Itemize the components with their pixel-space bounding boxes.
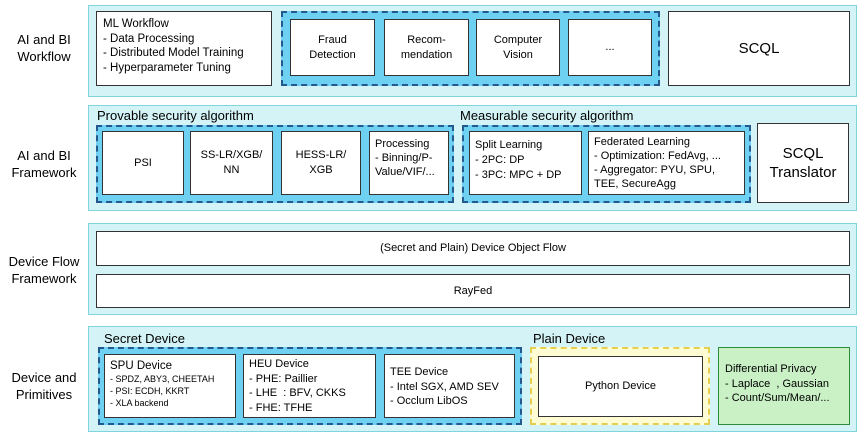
spu-device-item: - XLA backend xyxy=(110,398,169,408)
ml-workflow-item: - Distributed Model Training xyxy=(103,47,244,59)
row-label-device-primitives: Device and Primitives xyxy=(11,370,77,402)
heu-device-item: - FHE: TFHE xyxy=(249,401,313,414)
scql-translator-box: SCQL Translator xyxy=(757,123,849,203)
provable-processing: Processing - Binning/P- Value/VIF/... xyxy=(369,131,449,195)
differential-privacy-box: Differential Privacy - Laplace , Gaussia… xyxy=(718,347,850,425)
heu-device-item: - LHE : BFV, CKKS xyxy=(249,387,346,399)
device-object-flow-box: (Secret and Plain) Device Object Flow xyxy=(96,231,850,266)
plain-device-title: Plain Device xyxy=(533,331,606,346)
heu-device-item: - PHE: Paillier xyxy=(249,372,318,385)
measurable-title: Measurable security algorithm xyxy=(460,108,634,123)
differential-privacy-item: - Laplace , Gaussian xyxy=(725,377,829,390)
python-device-box: Python Device xyxy=(538,356,703,417)
provable-psi: PSI xyxy=(102,131,184,195)
app-more: ... xyxy=(568,19,652,76)
differential-privacy-item: - Count/Sum/Mean/... xyxy=(725,392,830,404)
secret-device-title: Secret Device xyxy=(104,331,185,346)
federated-learning-box: Federated Learning - Optimization: FedAv… xyxy=(588,131,745,195)
row-label-workflow: AI and BI Workflow xyxy=(17,32,71,64)
spu-device-title: SPU Device xyxy=(110,360,172,372)
provable-hess-lr: HESS-LR/ XGB xyxy=(281,131,361,195)
app-computer-vision: Computer Vision xyxy=(476,19,560,76)
ml-workflow-item: - Data Processing xyxy=(103,32,195,45)
scql-box: SCQL xyxy=(668,11,850,86)
ml-workflow-box: ML Workflow - Data Processing - Distribu… xyxy=(96,11,272,86)
differential-privacy-title: Differential Privacy xyxy=(725,363,817,375)
app-recommendation: Recom- mendation xyxy=(384,19,469,76)
rayfed-box: RayFed xyxy=(96,274,850,308)
spu-device-box: SPU Device - SPDZ, ABY3, CHEETAH - PSI: … xyxy=(104,354,236,418)
heu-device-box: HEU Device - PHE: Paillier - LHE : BFV, … xyxy=(243,354,376,418)
tee-device-box: TEE Device - Intel SGX, AMD SEV - Occlum… xyxy=(384,354,515,418)
row-label-device-flow: Device Flow Framework xyxy=(8,254,80,286)
tee-device-item: - Occlum LibOS xyxy=(390,395,468,407)
heu-device-title: HEU Device xyxy=(249,358,309,370)
app-fraud-detection: Fraud Detection xyxy=(290,19,375,76)
split-learning-box: Split Learning - 2PC: DP - 3PC: MPC + DP xyxy=(469,131,582,195)
provable-ss-lr: SS-LR/XGB/ NN xyxy=(190,131,273,195)
tee-device-item: - Intel SGX, AMD SEV xyxy=(390,380,499,393)
ml-workflow-item: - Hyperparameter Tuning xyxy=(103,61,231,74)
provable-title: Provable security algorithm xyxy=(97,108,254,123)
spu-device-item: - PSI: ECDH, KKRT xyxy=(110,386,190,396)
tee-device-title: TEE Device xyxy=(390,366,449,378)
spu-device-item: - SPDZ, ABY3, CHEETAH xyxy=(110,374,215,384)
row-label-framework: AI and BI Framework xyxy=(11,148,77,180)
ml-workflow-title: ML Workflow xyxy=(103,18,169,30)
